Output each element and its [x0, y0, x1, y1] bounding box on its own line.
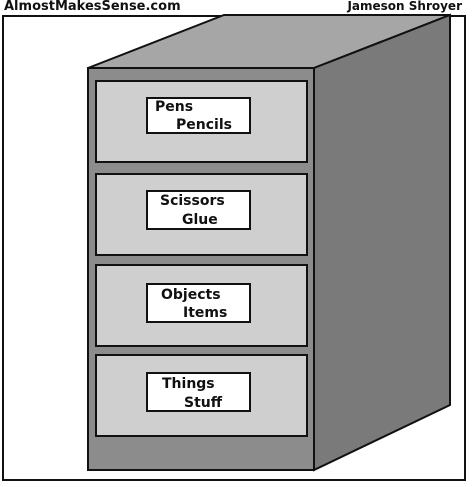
drawer-4-label-line1: Things: [162, 376, 215, 392]
drawer-3-label-line1: Objects: [161, 287, 221, 303]
drawer-label-card-2: [146, 190, 251, 230]
drawer-label-card-3: [146, 283, 251, 323]
drawer-1-label-line2: Pencils: [176, 117, 232, 133]
drawer-label-card-4: [146, 372, 251, 412]
site-name: AlmostMakesSense.com: [4, 0, 181, 14]
drawer-3-label-line2: Items: [183, 305, 228, 321]
drawer-1-label-line1: Pens: [155, 99, 194, 115]
drawer-label-card-1: [146, 97, 251, 134]
drawer-2-label-line1: Scissors: [160, 193, 225, 209]
drawer-4-label-line2: Stuff: [184, 395, 223, 411]
author-name: Jameson Shroyer: [347, 0, 462, 13]
cabinet-side: [313, 13, 451, 472]
drawer-2-label-line2: Glue: [182, 212, 218, 228]
